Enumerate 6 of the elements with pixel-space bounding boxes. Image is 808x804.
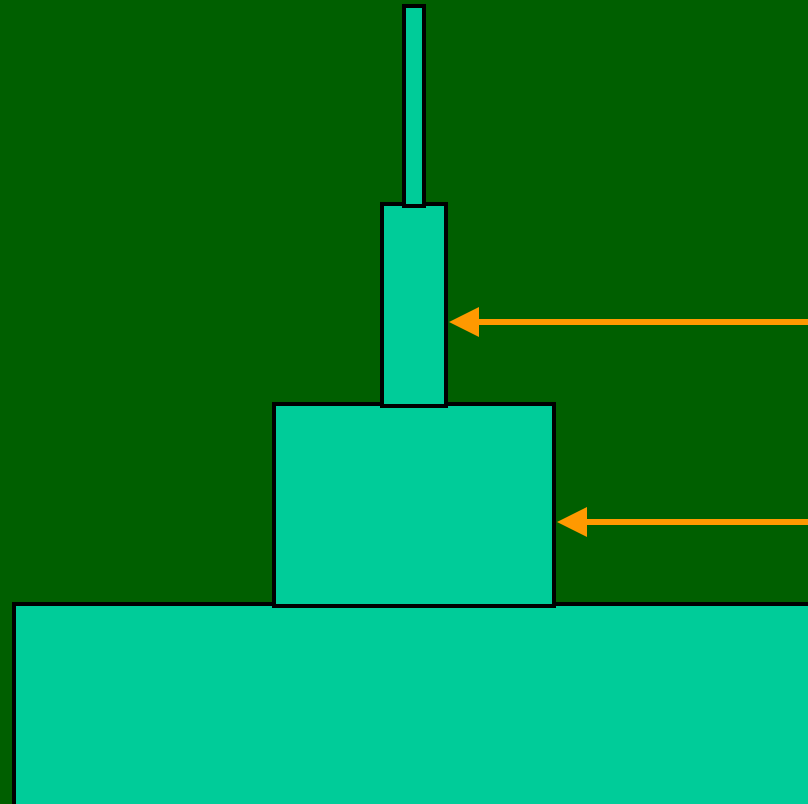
stacked-box [380, 202, 448, 408]
stacked-box [272, 402, 556, 608]
arrow [557, 507, 808, 537]
stacked-box [12, 602, 808, 804]
stacked-box [402, 4, 426, 208]
arrow [449, 307, 808, 337]
